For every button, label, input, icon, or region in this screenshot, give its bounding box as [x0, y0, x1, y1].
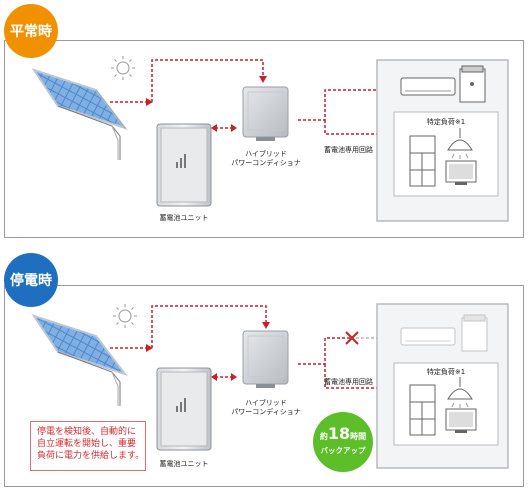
- battery-unit-label-normal: 蓄電池ユニット: [159, 214, 209, 222]
- sun-icon-normal: [111, 56, 135, 80]
- house-box-normal: [376, 59, 509, 222]
- backup-hours: 18: [327, 424, 351, 443]
- power-conditioner-normal: [242, 86, 289, 141]
- outage-notice: 停電を検知後、自動的に 自立運転を開始し、重要 負荷に電力を供給します。: [30, 421, 146, 471]
- battery-unit-normal: [156, 123, 212, 207]
- sun-icon-outage: [113, 304, 137, 328]
- battery-unit-label-outage: 蓄電池ユニット: [159, 460, 209, 468]
- backup-text: バックアップ: [320, 446, 366, 455]
- notice-line-2: 自立運転を開始し、重要: [37, 439, 137, 449]
- circuit-label-outage: 蓄電池専用回路: [324, 378, 373, 386]
- battery-unit-outage: [156, 367, 212, 451]
- arrowheads-outage: [146, 322, 389, 392]
- specific-load-label-outage: 特定負荷※1: [426, 368, 466, 376]
- backup-duration: 約18時間: [313, 424, 373, 443]
- circuit-label-normal: 蓄電池専用回路: [324, 146, 373, 154]
- backup-unit: 時間: [350, 432, 367, 441]
- power-conditioner-outage: [242, 330, 289, 388]
- conditioner-label-normal-2: パワーコンディショナ: [231, 159, 301, 167]
- conditioner-label-outage-1: ハイブリッド: [245, 399, 287, 407]
- conditioner-label-normal-1: ハイブリッド: [245, 150, 287, 158]
- conditioner-label-outage-2: パワーコンディショナ: [231, 408, 301, 416]
- cut-mark-icon: [345, 331, 359, 345]
- house-box-outage: [376, 303, 509, 469]
- outage-badge: 停電時: [4, 253, 58, 307]
- solar-panel-normal: [31, 68, 128, 160]
- flow-lines-outage: [110, 305, 382, 389]
- solar-panel-outage: [31, 314, 128, 406]
- normal-badge: 平常時: [4, 4, 58, 58]
- notice-line-3: 負荷に電力を供給します。: [37, 451, 145, 461]
- flow-lines-normal: [110, 59, 382, 135]
- backup-badge: 約18時間 バックアップ: [313, 412, 373, 472]
- notice-line-1: 停電を検知後、自動的に: [37, 427, 137, 437]
- specific-load-label-normal: 特定負荷※1: [426, 118, 466, 126]
- backup-prefix: 約: [319, 432, 328, 441]
